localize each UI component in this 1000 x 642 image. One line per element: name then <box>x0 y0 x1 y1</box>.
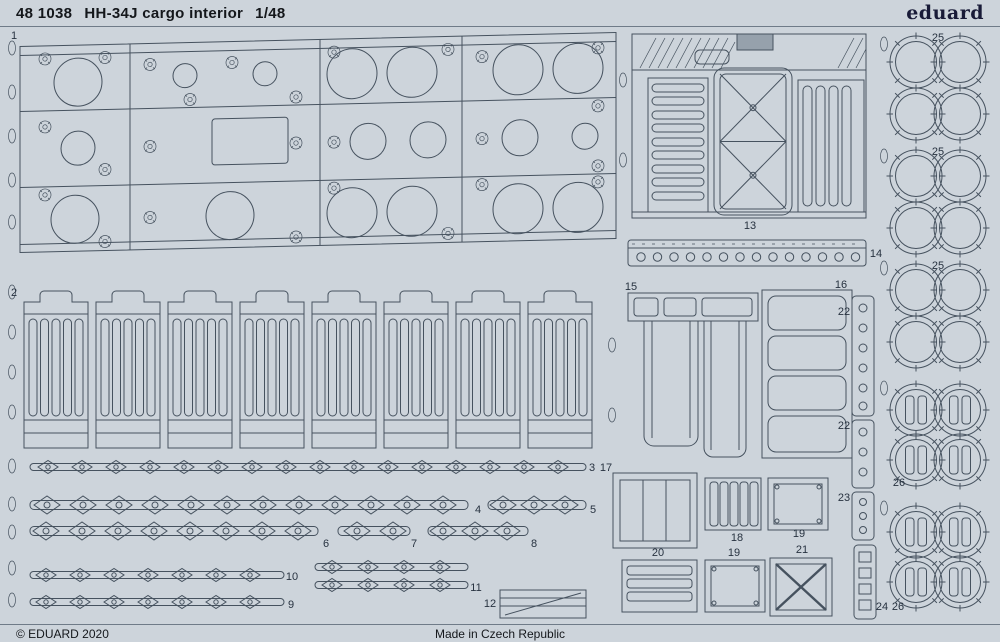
catalog-number: 48 1038 <box>16 4 73 22</box>
part-2-panel-unit <box>455 290 521 449</box>
part-2-panel-unit <box>167 290 233 449</box>
part-25-ring <box>930 84 990 144</box>
scale-label: 1/48 <box>255 4 286 22</box>
part-25-ring <box>930 198 990 258</box>
part-label-6: 6 <box>323 538 329 550</box>
part-1-cargo-floor-panel <box>19 31 617 254</box>
part-22-drilled-rail <box>851 295 875 417</box>
part-26-ring <box>931 553 990 612</box>
part-17-box-panel <box>612 472 698 549</box>
part-label-11: 11 <box>470 582 481 594</box>
part-26-ring <box>931 431 990 490</box>
part-26-ring-group <box>887 381 990 612</box>
copyright-text: © EDUARD 2020 <box>16 626 109 641</box>
hatch-marks <box>639 37 867 69</box>
part-label-3: 3 <box>589 462 595 474</box>
part-2-panel-unit <box>527 290 593 449</box>
part-label-16: 16 <box>835 279 847 291</box>
part-25-ring-group <box>886 32 990 372</box>
part-label-24: 24 <box>876 601 888 613</box>
part-label-4: 4 <box>475 504 481 516</box>
part-label-19: 19 <box>728 547 740 559</box>
rivet-rosettes <box>38 41 605 249</box>
part-21-cross-braced-plate <box>769 557 833 617</box>
part-20-slat-plate <box>621 559 698 613</box>
part-label-23: 23 <box>838 492 850 504</box>
part-5-lashing-strip <box>487 495 587 515</box>
part-25-ring <box>930 312 990 372</box>
part-label-25: 25 <box>932 260 944 272</box>
part-6-lashing-strip <box>29 521 319 541</box>
part-11-lashing-strips <box>314 560 469 592</box>
part-label-12: 12 <box>484 598 496 610</box>
part-label-17: 17 <box>600 462 612 474</box>
part-10-lashing-strip <box>29 568 285 582</box>
hinge-strip-section <box>797 79 865 213</box>
part-2-corrugated-panels <box>23 290 593 449</box>
part-19-frame-plate-2 <box>704 559 766 613</box>
part-label-8: 8 <box>531 538 537 550</box>
part-12-step-plate <box>499 589 587 619</box>
product-title: HH-34J cargo interior <box>84 4 244 22</box>
part-label-22: 22 <box>838 420 850 432</box>
part-label-26: 26 <box>893 477 905 489</box>
part-label-14: 14 <box>870 248 882 260</box>
part-label-5: 5 <box>590 504 596 516</box>
made-in-text: Made in Czech Republic <box>434 626 566 641</box>
part-label-2: 2 <box>11 287 17 299</box>
part-2-panel-unit <box>239 290 305 449</box>
part-label-21: 21 <box>796 544 808 556</box>
part-7-lashing-strip <box>337 521 411 541</box>
part-2-panel-unit <box>311 290 377 449</box>
part-15-frame <box>627 292 759 458</box>
part-label-7: 7 <box>411 538 417 550</box>
part-24-slotted-rail <box>853 544 877 620</box>
part-label-25: 25 <box>932 146 944 158</box>
part-19-frame-plate <box>767 477 829 531</box>
footer-bar: © EDUARD 2020 Made in Czech Republic <box>0 624 1000 642</box>
part-label-15: 15 <box>625 281 637 293</box>
part-4-lashing-strip <box>29 495 469 515</box>
part-23-drilled-rail <box>851 491 875 541</box>
part-9-lashing-strip <box>29 595 285 609</box>
part-label-19: 19 <box>793 528 805 540</box>
part-label-26: 26 <box>892 601 904 613</box>
louver-section <box>647 77 709 213</box>
part-label-25: 25 <box>932 32 944 44</box>
part-3-lashing-strip <box>29 460 587 474</box>
part-22-drilled-rail-2 <box>851 419 875 489</box>
part-label-10: 10 <box>286 571 298 583</box>
part-18-grille <box>704 477 762 531</box>
header-bar: 48 1038 HH-34J cargo interior 1/48 eduar… <box>0 0 1000 27</box>
part-label-22: 22 <box>838 306 850 318</box>
part-8-lashing-strip <box>427 521 529 541</box>
part-13-bulkhead-door-panel <box>631 33 867 219</box>
eduard-logo: eduard <box>906 2 984 24</box>
part-2-panel-unit <box>23 290 89 449</box>
part-14-sill-strip <box>627 239 867 267</box>
part-2-panel-unit <box>383 290 449 449</box>
part-16-panel-stack <box>761 289 853 459</box>
part-label-18: 18 <box>731 532 743 544</box>
part-label-1: 1 <box>11 30 17 42</box>
part-label-13: 13 <box>744 220 756 232</box>
cross-braced-door <box>713 67 793 216</box>
part-label-9: 9 <box>288 599 294 611</box>
part-label-20: 20 <box>652 547 664 559</box>
part-2-panel-unit <box>95 290 161 449</box>
